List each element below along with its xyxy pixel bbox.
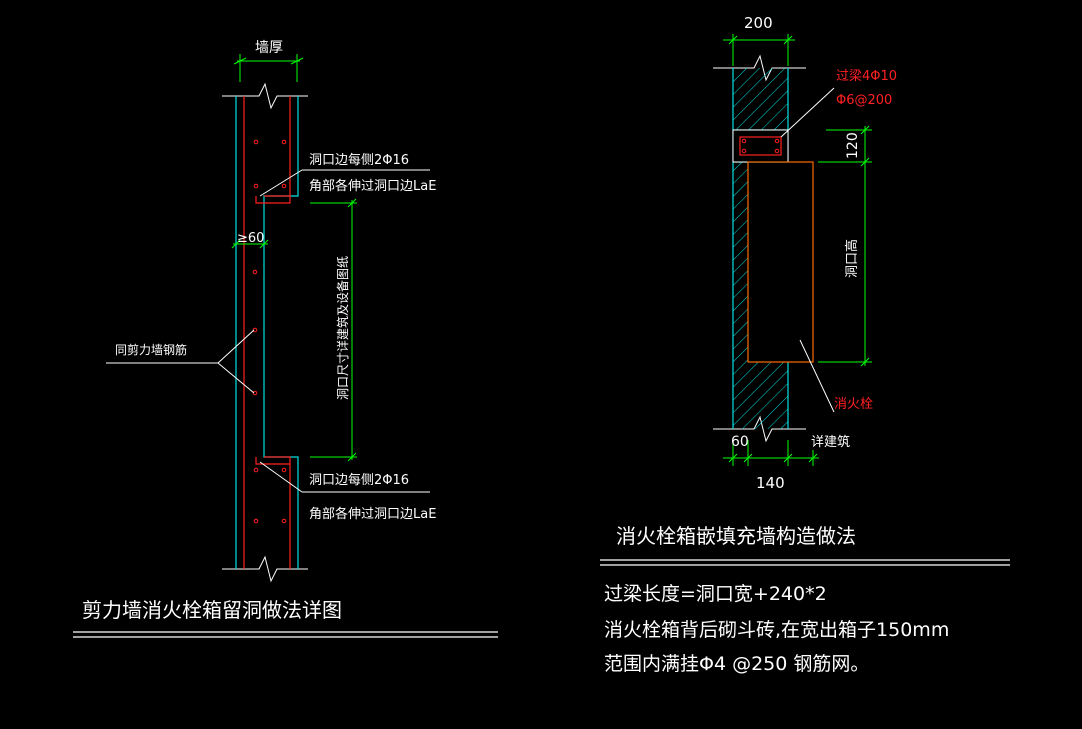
bottom-note-line-1: 洞口边每侧2Φ16 bbox=[309, 472, 409, 488]
right-detail: 200 过梁4Φ10 Φ6@200 bbox=[600, 14, 1010, 675]
dim-120-label: 120 bbox=[845, 132, 861, 159]
min-depth-dimension bbox=[231, 239, 269, 249]
dim-140-label: 140 bbox=[756, 474, 785, 492]
dim-200-label: 200 bbox=[744, 14, 773, 32]
rebar-dots bbox=[252, 139, 287, 524]
left-detail-title: 剪力墙消火栓箱留洞做法详图 bbox=[82, 598, 342, 622]
cabinet-leader bbox=[799, 339, 835, 413]
bottom-dimensions bbox=[723, 440, 819, 466]
right-detail-title: 消火栓箱嵌填充墙构造做法 bbox=[616, 524, 856, 548]
hole-height-label: 洞口高 bbox=[844, 239, 860, 278]
shear-wall-rebar-label: 同剪力墙钢筋 bbox=[115, 342, 187, 357]
dim-200-line bbox=[723, 34, 795, 66]
top-note-line-1: 洞口边每侧2Φ16 bbox=[309, 152, 409, 168]
shear-wall-rebar-leader bbox=[106, 329, 255, 394]
hole-size-dimension bbox=[310, 198, 357, 462]
dim-120-line bbox=[818, 125, 872, 367]
dim-60-label: 60 bbox=[731, 434, 749, 450]
hole-size-note: 洞口尺寸详建筑及设备图纸 bbox=[335, 256, 350, 400]
bottom-break-line bbox=[222, 555, 308, 583]
infill-wall-hatch bbox=[733, 68, 788, 429]
fire-hydrant-cabinet bbox=[747, 161, 814, 363]
lintel-rebar-note: 过梁4Φ10 bbox=[836, 69, 897, 84]
lintel bbox=[732, 129, 789, 163]
top-break-line bbox=[222, 82, 308, 110]
bottom-note-leader bbox=[259, 461, 430, 493]
shear-wall-rebar bbox=[243, 96, 291, 569]
left-detail: 洞口边每侧2Φ16 角部各伸过洞口边LaE 洞口边每侧2Φ16 角部各伸过洞口边… bbox=[73, 40, 498, 638]
right-note-3: 范围内满挂Φ4 @250 钢筋网。 bbox=[604, 653, 869, 675]
cabinet-label: 消火栓 bbox=[834, 397, 873, 412]
min-depth-label: ≥60 bbox=[237, 231, 264, 246]
top-note-leader bbox=[259, 169, 430, 197]
wall-thickness-dimension bbox=[233, 54, 304, 82]
top-note-line-2: 角部各伸过洞口边LaE bbox=[309, 178, 436, 194]
right-note-2: 消火栓箱背后砌斗砖,在宽出箱子150mm bbox=[604, 619, 949, 641]
see-architecture-label: 详建筑 bbox=[811, 434, 850, 450]
bottom-note-line-2: 角部各伸过洞口边LaE bbox=[309, 506, 436, 522]
right-note-1: 过梁长度=洞口宽+240*2 bbox=[604, 583, 827, 605]
lintel-leader bbox=[780, 87, 835, 138]
lintel-stirrup-note: Φ6@200 bbox=[836, 93, 892, 108]
shear-wall-outline bbox=[235, 96, 299, 569]
wall-thickness-label: 墙厚 bbox=[255, 40, 283, 56]
